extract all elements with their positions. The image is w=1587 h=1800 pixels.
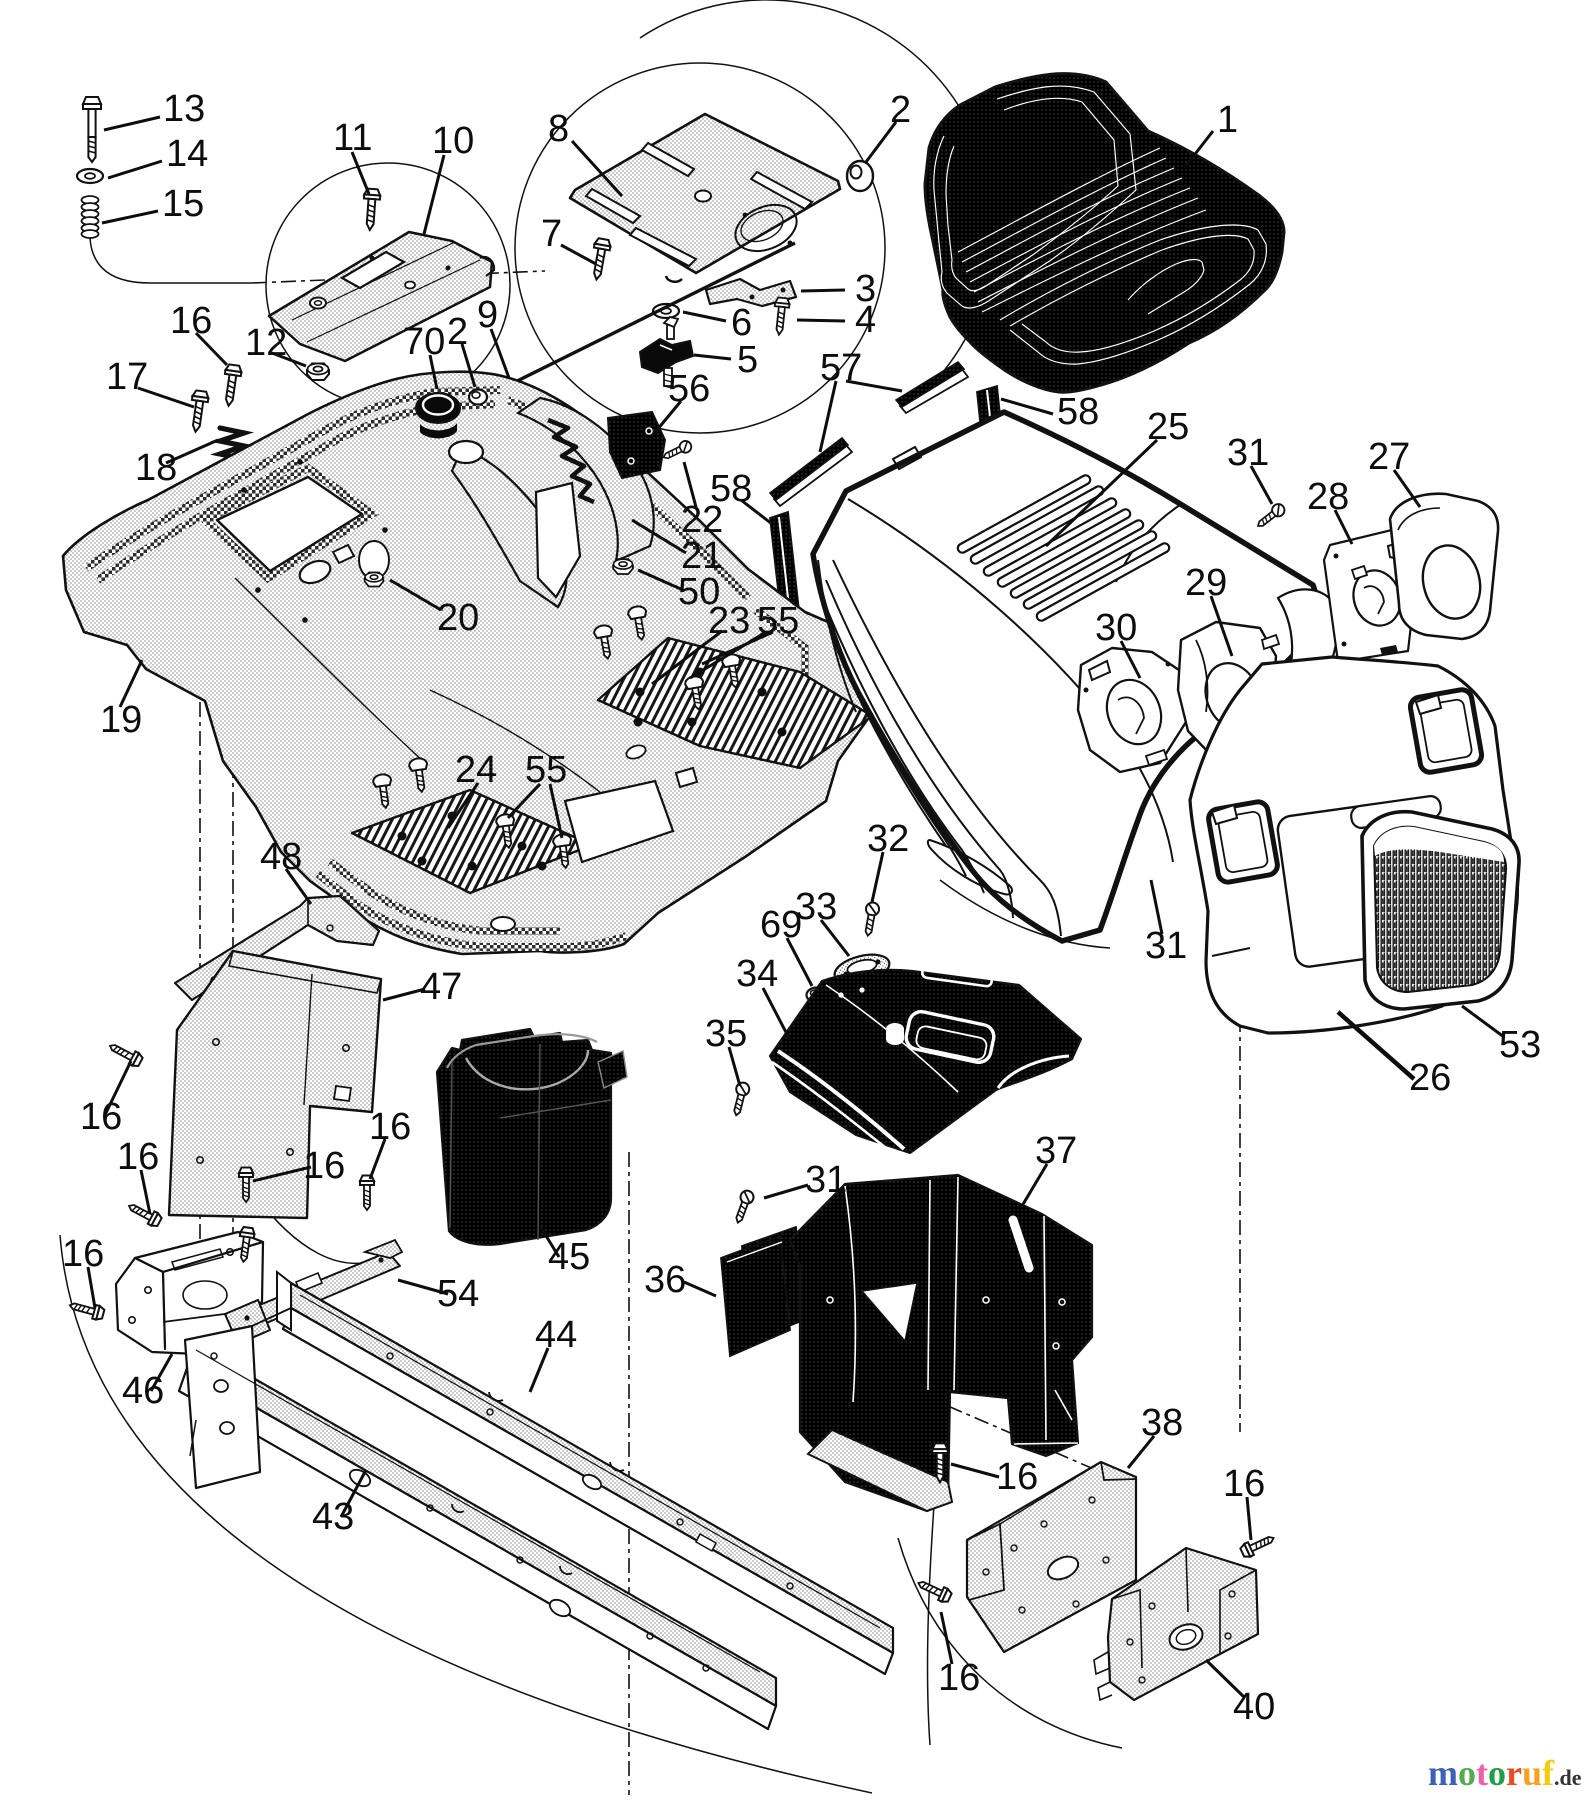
svg-text:16: 16 (996, 1456, 1038, 1498)
svg-text:16: 16 (938, 1657, 980, 1699)
svg-text:16: 16 (117, 1136, 159, 1178)
svg-text:58: 58 (710, 468, 752, 510)
svg-text:7: 7 (541, 213, 562, 255)
svg-text:motoruf.de: motoruf.de (1428, 1753, 1582, 1793)
svg-text:16: 16 (170, 300, 212, 342)
svg-text:30: 30 (1095, 607, 1137, 649)
svg-text:2: 2 (447, 311, 468, 353)
svg-text:46: 46 (122, 1370, 164, 1412)
svg-text:6: 6 (731, 302, 752, 344)
svg-text:16: 16 (80, 1096, 122, 1138)
svg-text:31: 31 (1227, 432, 1269, 474)
svg-text:35: 35 (705, 1013, 747, 1055)
svg-text:24: 24 (455, 749, 497, 791)
svg-text:44: 44 (535, 1314, 577, 1356)
svg-text:28: 28 (1307, 476, 1349, 518)
svg-text:5: 5 (737, 339, 758, 381)
svg-text:50: 50 (678, 571, 720, 613)
svg-text:16: 16 (369, 1106, 411, 1148)
svg-text:31: 31 (1145, 925, 1187, 967)
svg-text:33: 33 (795, 886, 837, 928)
svg-text:16: 16 (1223, 1463, 1265, 1505)
svg-text:34: 34 (736, 953, 778, 995)
svg-text:38: 38 (1141, 1402, 1183, 1444)
svg-text:26: 26 (1409, 1057, 1451, 1099)
svg-text:69: 69 (760, 904, 802, 946)
svg-text:36: 36 (644, 1259, 686, 1301)
svg-text:47: 47 (420, 966, 462, 1008)
svg-text:32: 32 (867, 818, 909, 860)
svg-text:23: 23 (708, 600, 750, 642)
svg-text:53: 53 (1499, 1024, 1541, 1066)
svg-text:40: 40 (1233, 1686, 1275, 1728)
svg-text:17: 17 (106, 356, 148, 398)
svg-text:48: 48 (260, 836, 302, 878)
svg-text:18: 18 (135, 447, 177, 489)
svg-text:8: 8 (548, 108, 569, 150)
svg-text:1: 1 (1217, 99, 1238, 141)
svg-text:20: 20 (437, 597, 479, 639)
svg-text:16: 16 (303, 1145, 345, 1187)
svg-text:10: 10 (432, 120, 474, 162)
svg-text:19: 19 (100, 699, 142, 741)
svg-text:4: 4 (855, 299, 876, 341)
svg-text:55: 55 (757, 600, 799, 642)
svg-text:13: 13 (163, 88, 205, 130)
svg-text:11: 11 (333, 117, 372, 159)
svg-text:12: 12 (245, 322, 287, 364)
svg-text:16: 16 (62, 1233, 104, 1275)
svg-text:56: 56 (668, 368, 710, 410)
svg-text:43: 43 (312, 1496, 354, 1538)
svg-text:70: 70 (403, 321, 445, 363)
svg-text:21: 21 (681, 535, 723, 577)
svg-text:55: 55 (525, 749, 567, 791)
svg-text:3: 3 (855, 268, 876, 310)
svg-text:14: 14 (166, 133, 208, 175)
svg-text:37: 37 (1035, 1130, 1077, 1172)
svg-text:29: 29 (1185, 562, 1227, 604)
svg-text:22: 22 (681, 499, 723, 541)
svg-text:58: 58 (1057, 391, 1099, 433)
svg-text:25: 25 (1147, 406, 1189, 448)
svg-text:2: 2 (890, 89, 911, 131)
svg-text:27: 27 (1368, 436, 1410, 478)
svg-text:45: 45 (548, 1236, 590, 1278)
svg-text:15: 15 (162, 183, 204, 225)
svg-text:31: 31 (805, 1159, 847, 1201)
svg-text:9: 9 (477, 294, 498, 336)
svg-text:57: 57 (820, 347, 862, 389)
svg-text:54: 54 (437, 1273, 479, 1315)
